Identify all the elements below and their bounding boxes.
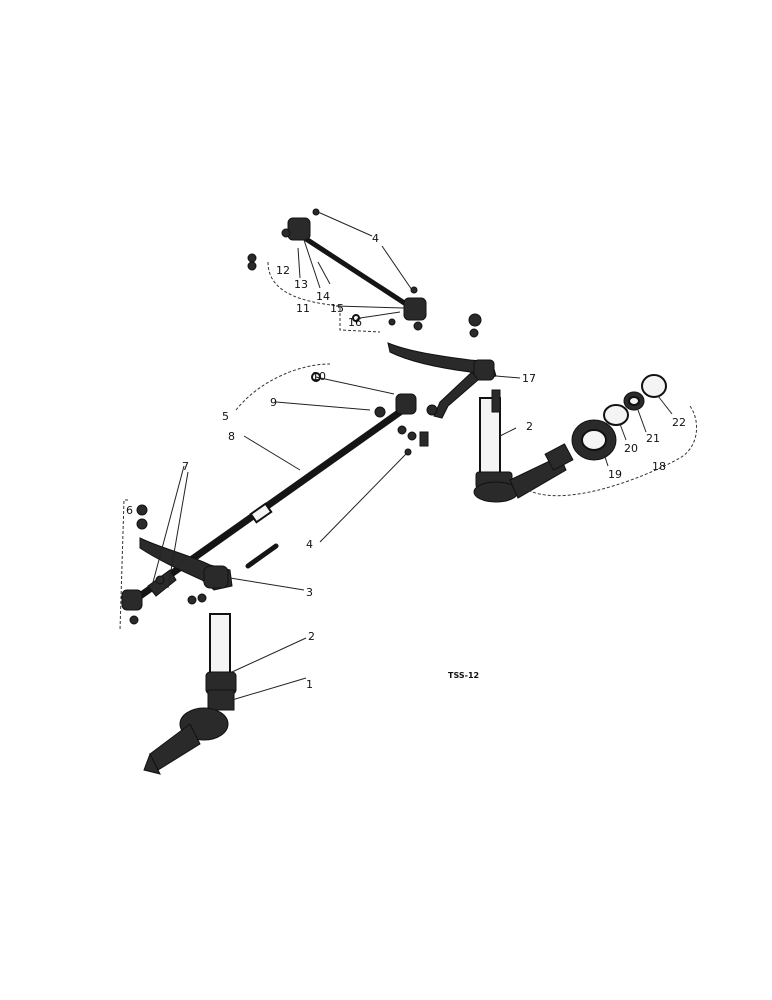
steering-arm-boss (473, 359, 495, 381)
callout-19: 19 (608, 468, 622, 481)
thrust-washer (603, 404, 629, 426)
upper-pin (388, 318, 396, 326)
lower-arm-nut (155, 575, 165, 585)
callout-10: 10 (312, 370, 326, 383)
callout-14: 14 (316, 290, 330, 303)
left-spindle-tip (143, 752, 161, 775)
upper-grease-nipple-left (281, 228, 291, 238)
lower-arm-boss (203, 565, 229, 589)
left-stub-axle (143, 613, 237, 775)
upper-drag-link-assembly (247, 208, 427, 331)
callout-18: 18 (652, 460, 666, 473)
upper-washer (352, 314, 360, 322)
callout-13: 13 (294, 278, 308, 291)
lower-bolt (245, 543, 279, 569)
loose-nut-b (247, 261, 257, 271)
callout-6: 6 (126, 504, 133, 517)
tie-rod-right-nut-b (407, 431, 417, 441)
upper-socket-stud (413, 321, 423, 331)
callout-labels: 1 2 2 3 4 4 5 6 7 8 9 10 11 12 13 14 15 … (126, 232, 686, 691)
castle-nut-lower (469, 328, 479, 338)
loose-nut-a (247, 253, 257, 263)
grouping-brackets (119, 261, 698, 631)
steering-arm (387, 342, 497, 419)
left-spindle-arm (149, 723, 201, 771)
callout-16: 16 (348, 316, 362, 329)
lower-nut-b (197, 593, 207, 603)
callout-11: 11 (296, 302, 310, 315)
tie-rod-cotter (419, 431, 429, 447)
lower-nut-a (187, 595, 197, 605)
callout-8: 8 (228, 430, 235, 443)
left-collar (207, 689, 235, 711)
callout-15: 15 (330, 302, 344, 315)
callout-21: 21 (646, 432, 660, 445)
right-kingpin-key (491, 389, 501, 413)
callout-1: 1 (306, 678, 313, 691)
callout-12: 12 (276, 264, 290, 277)
callout-9: 9 (270, 396, 277, 409)
callout-4-lower: 4 (306, 538, 313, 551)
steering-arm-ball (426, 404, 438, 416)
tie-rod-clamp (249, 502, 273, 524)
tie-rod-end-left (121, 589, 143, 611)
tie-rod-end-right (395, 393, 417, 415)
right-spindle-hub (473, 481, 519, 503)
steering-arm-lower (433, 371, 479, 419)
left-nut-b (136, 518, 148, 530)
callout-3: 3 (306, 586, 313, 599)
upper-nut-right (410, 286, 418, 294)
right-stub-axle (473, 389, 574, 503)
callout-5: 5 (222, 410, 229, 423)
leader-lines (151, 211, 673, 701)
callout-7: 7 (182, 460, 189, 473)
upper-ball-socket-right (403, 297, 427, 321)
dust-seal (641, 374, 667, 398)
callout-4-upper: 4 (372, 232, 379, 245)
tie-rod-small-nut (404, 448, 412, 456)
castle-nut-top (468, 313, 482, 327)
bearing-cup-bore (581, 429, 607, 451)
figure-code: TSS-12 (448, 671, 479, 680)
callout-17: 17 (522, 372, 536, 385)
lower-steering-arm (139, 537, 279, 605)
upper-ball-socket-left (287, 217, 311, 241)
drag-link-highlight (299, 234, 413, 309)
bearing-cone-bore (628, 396, 640, 406)
callout-22: 22 (672, 416, 686, 429)
callout-2-left: 2 (308, 630, 315, 643)
tie-rod-end-right-nut (374, 406, 386, 418)
tie-rod-right-washer (397, 425, 407, 435)
left-nut-a (136, 504, 148, 516)
tie-rod-end-left-stud (129, 615, 139, 625)
bearing-stack (571, 374, 667, 461)
right-spindle-tip (544, 443, 574, 471)
callout-2-right: 2 (526, 420, 533, 433)
callout-20: 20 (624, 442, 638, 455)
